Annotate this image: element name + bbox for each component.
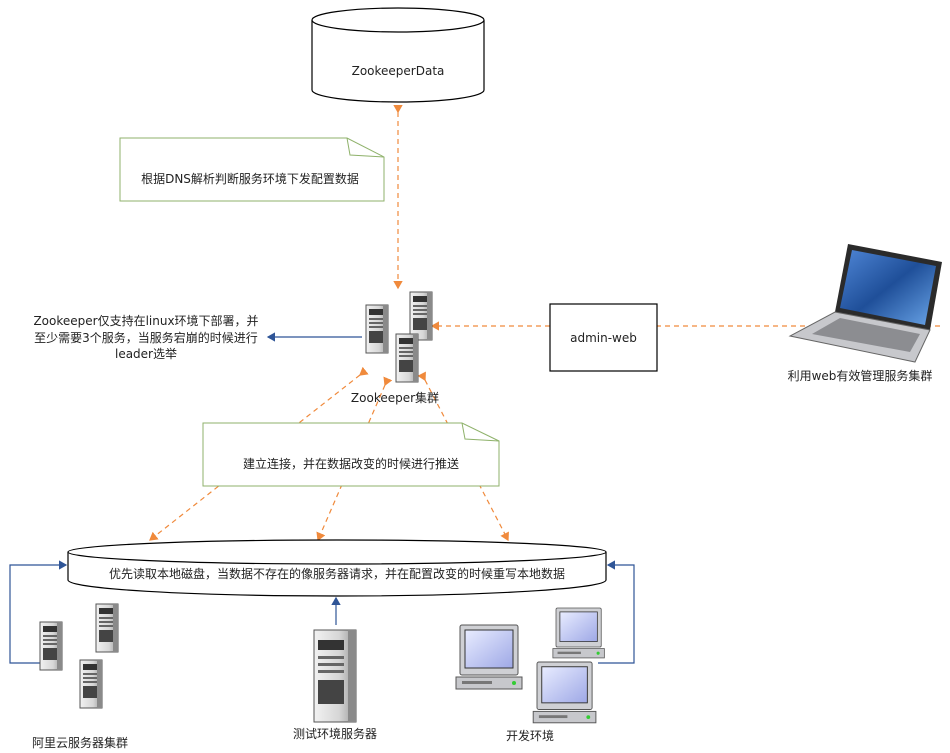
deploy-note-line-2: 至少需要3个服务，当服务宕崩的时候进行: [34, 331, 258, 345]
dev-env-computers[interactable]: [455, 607, 605, 724]
dns-note-text: 根据DNS解析判断服务环境下发配置数据: [141, 172, 359, 186]
connect-note-text: 建立连接，并在数据改变的时候进行推送: [242, 457, 459, 471]
zookeeper-cluster-label: Zookeeper集群: [350, 391, 440, 405]
local-disk-cylinder[interactable]: [67, 539, 607, 597]
laptop-label: 利用web有效管理服务集群: [787, 369, 933, 383]
laptop-icon[interactable]: [788, 244, 942, 363]
deploy-note-line-3: leader选举: [114, 347, 177, 361]
aliyun-servers[interactable]: [39, 603, 119, 709]
zookeeper-data-cylinder[interactable]: [311, 7, 485, 103]
test-server-label: 测试环境服务器: [292, 727, 377, 741]
zookeeper-cluster-servers[interactable]: [365, 291, 433, 383]
aliyun-label: 阿里云服务器集群: [31, 736, 128, 750]
dev-env-label: 开发环境: [505, 729, 554, 743]
disk-label: 优先读取本地磁盘，当数据不存在的像服务器请求，并在配置改变的时候重写本地数据: [108, 567, 565, 581]
blue-connectors: [9, 560, 635, 664]
note-dns: [119, 137, 385, 202]
zookeeper-data-label: ZookeeperData: [351, 64, 445, 78]
admin-web-label: admin-web: [570, 331, 637, 345]
test-server[interactable]: [312, 0, 357, 723]
deploy-note-line-1: Zookeeper仅支持在linux环境下部署，并: [33, 314, 259, 328]
note-connect: [202, 422, 500, 487]
admin-web-box[interactable]: [549, 303, 658, 372]
